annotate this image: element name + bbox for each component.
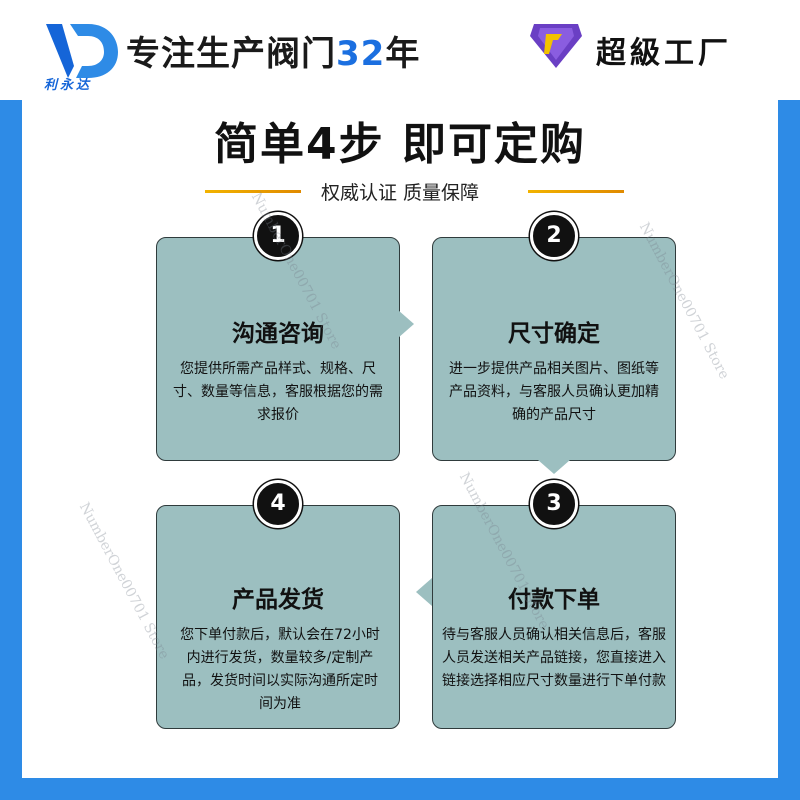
arrow-right-icon (398, 310, 414, 338)
step-card-4: 产品发货 您下单付款后，默认会在72小时内进行发货，数量较多/定制产品，发货时间… (156, 505, 400, 729)
slogan: 专注生产阀门32年 (126, 26, 420, 75)
slogan-text: 专注生产阀门 (126, 34, 336, 74)
step-description: 待与客服人员确认相关信息后，客服人员发送相关产品链接，您直接进入链接选择相应尺寸… (442, 627, 666, 689)
step-description: 进一步提供产品相关图片、图纸等产品资料，与客服人员确认更加精确的产品尺寸 (449, 361, 659, 423)
header: 利永达 专注生产阀门32年 超級工厂 (0, 0, 800, 108)
gold-divider-right (528, 190, 624, 193)
step-title: 付款下单 (508, 587, 600, 613)
step-description: 您提供所需产品样式、规格、尺寸、数量等信息，客服根据您的需求报价 (173, 361, 383, 423)
slogan-number: 32 (336, 34, 386, 74)
step-description: 您下单付款后，默认会在72小时内进行发货，数量较多/定制产品，发货时间以实际沟通… (180, 627, 380, 712)
step-title: 沟通咨询 (232, 321, 324, 347)
step-number-2: 2 (530, 212, 578, 260)
step-card-1: 沟通咨询 您提供所需产品样式、规格、尺寸、数量等信息，客服根据您的需求报价 (156, 237, 400, 461)
step-title: 尺寸确定 (508, 321, 600, 347)
frame-right (778, 100, 800, 800)
diamond-badge-icon (530, 24, 582, 68)
step-number-1: 1 (254, 212, 302, 260)
company-logo-icon (46, 24, 118, 78)
main-title: 简单4步 即可定购 (214, 119, 586, 170)
step-card-2: 尺寸确定 进一步提供产品相关图片、图纸等产品资料，与客服人员确认更加精确的产品尺… (432, 237, 676, 461)
gold-divider-left (205, 190, 301, 193)
frame-left (0, 100, 22, 800)
subtitle: 权威认证 质量保障 (320, 182, 480, 204)
frame-bottom (0, 778, 800, 800)
slogan-suffix: 年 (385, 34, 421, 74)
step-title: 产品发货 (232, 587, 324, 613)
arrow-down-icon (538, 460, 570, 474)
arrow-left-icon (416, 578, 432, 606)
step-card-3: 付款下单 待与客服人员确认相关信息后，客服人员发送相关产品链接，您直接进入链接选… (432, 505, 676, 729)
step-number-4: 4 (254, 480, 302, 528)
step-number-3: 3 (530, 480, 578, 528)
subtitle-row: 权威认证 质量保障 (0, 176, 800, 206)
brand-name: 超級工厂 (596, 36, 732, 71)
logo-caption: 利永达 (44, 78, 93, 93)
